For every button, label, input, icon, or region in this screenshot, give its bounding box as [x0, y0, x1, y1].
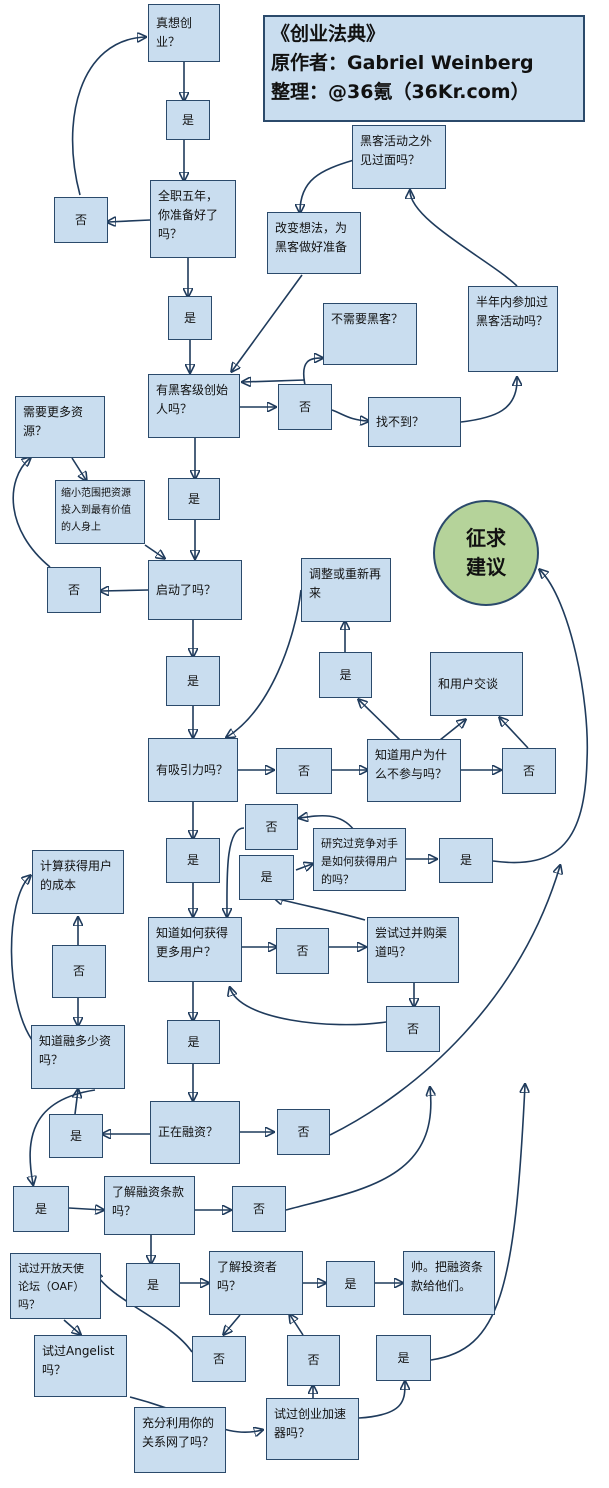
node-no: 否: [47, 567, 101, 613]
title-compiler: 整理：@36氪（36Kr.com）: [271, 81, 530, 103]
node-know-raise: 知道融多少资吗？: [31, 1025, 125, 1089]
node-cant-find: 找不到？: [368, 397, 461, 447]
connector: [300, 159, 355, 212]
node-really-startup: 真想创业？: [148, 4, 220, 62]
connector-group: [10, 37, 589, 1432]
node-yes: 是: [13, 1186, 69, 1232]
node-no: 否: [52, 945, 106, 998]
node-no: 否: [386, 1006, 440, 1052]
node-give-terms: 帅。把融资条款给他们。: [403, 1251, 495, 1315]
node-no-hacker-needed: 不需要黑客？: [323, 303, 417, 365]
suggestions-line2: 建议: [466, 555, 506, 579]
connector: [430, 1085, 525, 1361]
node-tried-accelerator: 试过创业加速器吗？: [266, 1398, 359, 1460]
node-researched-competitors: 研究过竞争对手是如何获得用户的吗？: [313, 828, 406, 891]
connector: [243, 380, 306, 382]
node-yes: 是: [326, 1261, 375, 1307]
node-yes: 是: [166, 100, 210, 140]
node-yes: 是: [126, 1263, 180, 1307]
node-full-time-5-years: 全职五年，你准备好了吗？: [150, 180, 236, 258]
connector: [460, 378, 517, 423]
node-half-year-events: 半年内参加过黑客活动吗？: [468, 286, 558, 372]
node-adjust-restart: 调整或重新再来: [301, 558, 391, 622]
node-know-terms: 了解融资条款吗？: [104, 1176, 195, 1235]
node-yes: 是: [319, 652, 372, 698]
connector: [492, 570, 589, 864]
connector: [359, 700, 401, 741]
connector: [71, 37, 145, 196]
node-yes: 是: [439, 838, 493, 883]
node-yes: 是: [168, 296, 212, 340]
node-need-resources: 需要更多资源？: [15, 396, 105, 458]
connector: [358, 1382, 405, 1419]
suggestions-line1: 征求: [466, 526, 506, 550]
node-no: 否: [245, 804, 298, 850]
node-yes: 是: [166, 838, 220, 883]
node-no: 否: [277, 1109, 330, 1155]
connector: [331, 409, 368, 421]
node-change-mind: 改变想法，为黑客做好准备: [267, 212, 361, 274]
node-yes: 是: [167, 1020, 220, 1064]
node-no: 否: [232, 1186, 286, 1232]
connector: [30, 1089, 96, 1184]
node-tried-oaf: 试过开放天使论坛（OAF）吗？: [10, 1253, 101, 1319]
node-use-network: 充分利用你的关系网了吗？: [134, 1407, 226, 1473]
connector: [71, 457, 86, 480]
node-yes: 是: [376, 1335, 431, 1381]
connector: [303, 358, 322, 386]
connector: [144, 544, 164, 558]
connector: [101, 590, 149, 591]
node-yes: 是: [166, 656, 220, 706]
connector: [275, 898, 366, 921]
connector: [68, 1208, 103, 1210]
connector: [227, 827, 245, 916]
node-talk-users: 和用户交谈: [430, 652, 523, 716]
node-know-investors: 了解投资者吗？: [209, 1251, 303, 1315]
title-box: 《创业法典》 原作者：Gabriel Weinberg 整理：@36氪（36Kr…: [263, 15, 585, 122]
node-no: 否: [192, 1336, 246, 1382]
suggestions-circle: 征求 建议: [433, 500, 539, 606]
connector: [295, 864, 312, 870]
node-hacker-founder: 有黑客级创始人吗？: [148, 374, 240, 438]
connector: [285, 1088, 431, 1211]
node-no: 否: [287, 1335, 340, 1386]
node-know-why: 知道用户为什么不参与吗？: [367, 739, 461, 802]
node-no: 否: [502, 748, 556, 794]
node-no: 否: [276, 748, 332, 794]
title-author: 原作者：Gabriel Weinberg: [271, 52, 534, 74]
node-no: 否: [54, 197, 108, 243]
connector: [300, 816, 355, 831]
node-calc-cost: 计算获得用户的成本: [32, 850, 124, 914]
title-book: 《创业法典》: [271, 23, 386, 45]
connector: [329, 866, 560, 1136]
connector: [290, 1315, 304, 1336]
connector: [95, 1272, 193, 1353]
node-know-get-users: 知道如何获得更多用户？: [148, 917, 242, 982]
connector: [500, 718, 529, 749]
node-narrow-focus: 缩小范围把资源投入到最有价值的人身上: [55, 480, 145, 544]
node-tried-channels: 尝试过并购渠道吗？: [367, 917, 459, 983]
node-launched: 启动了吗？: [148, 560, 242, 620]
connector: [439, 720, 465, 741]
connector: [224, 1314, 241, 1334]
node-raising: 正在融资？: [150, 1101, 240, 1164]
connector: [12, 458, 51, 568]
node-no: 否: [276, 928, 329, 974]
connector: [10, 876, 32, 1041]
connector: [108, 220, 151, 222]
connector: [63, 1319, 80, 1334]
node-yes: 是: [49, 1114, 103, 1158]
node-met-hackers: 黑客活动之外见过面吗？: [352, 125, 446, 189]
node-no: 否: [278, 384, 332, 430]
node-tried-angellist: 试过Angelist吗？: [34, 1335, 127, 1397]
connector: [227, 589, 302, 737]
node-yes: 是: [168, 478, 220, 520]
node-traction: 有吸引力吗？: [148, 738, 238, 802]
connector: [230, 988, 387, 1026]
connector: [232, 274, 303, 371]
node-yes: 是: [239, 855, 294, 900]
connector: [410, 191, 518, 287]
